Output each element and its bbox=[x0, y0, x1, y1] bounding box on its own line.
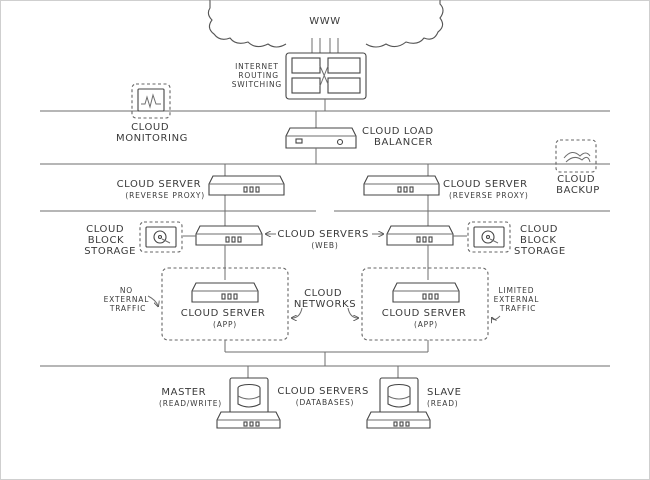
app-right-label: CLOUD SERVER (APP) bbox=[382, 308, 470, 329]
master-label: MASTER (READ/WRITE) bbox=[159, 387, 222, 408]
load-balancer-icon bbox=[285, 127, 357, 149]
server-icon-web-left bbox=[195, 225, 263, 246]
proxy-left-label: CLOUD SERVER (REVERSE PROXY) bbox=[117, 179, 205, 200]
routing-switch-icon bbox=[285, 52, 367, 100]
monitoring-label: CLOUD MONITORING bbox=[116, 122, 188, 144]
no-external-arrow bbox=[147, 295, 158, 306]
routing-label: INTERNET ROUTING SWITCHING bbox=[232, 62, 282, 89]
server-icon-app-left bbox=[191, 282, 259, 303]
block-storage-right-label: CLOUD BLOCK STORAGE bbox=[514, 224, 566, 257]
limited-external-arrow bbox=[492, 315, 501, 320]
db-servers-label: CLOUD SERVERS (DATABASES) bbox=[277, 386, 372, 407]
backup-icon bbox=[555, 139, 597, 173]
block-storage-icon-right bbox=[467, 221, 511, 253]
networks-arrow-left bbox=[292, 307, 303, 318]
block-storage-left-label: CLOUD BLOCK STORAGE bbox=[84, 224, 136, 257]
no-external-label: NO EXTERNAL TRAFFIC bbox=[104, 286, 153, 313]
backup-label: CLOUD BACKUP bbox=[556, 174, 600, 196]
proxy-right-label: CLOUD SERVER (REVERSE PROXY) bbox=[443, 179, 531, 200]
private-network-right bbox=[361, 267, 489, 341]
monitoring-icon bbox=[131, 83, 171, 119]
server-icon-proxy-right bbox=[363, 175, 440, 196]
database-master-icon bbox=[216, 377, 281, 429]
networks-arrow-right bbox=[347, 307, 358, 318]
web-servers-label: CLOUD SERVERS (WEB) bbox=[277, 229, 372, 250]
slave-label: SLAVE (READ) bbox=[427, 387, 465, 408]
block-storage-icon-left bbox=[139, 221, 183, 253]
load-balancer-label: CLOUD LOAD BALANCER bbox=[362, 126, 438, 148]
app-left-label: CLOUD SERVER (APP) bbox=[181, 308, 269, 329]
internet-cloud-icon bbox=[207, 0, 444, 48]
cloud-networks-label: CLOUD NETWORKS bbox=[294, 288, 356, 310]
limited-external-label: LIMITED EXTERNAL TRAFFIC bbox=[494, 286, 543, 313]
server-icon-app-right bbox=[392, 282, 460, 303]
server-icon-proxy-left bbox=[208, 175, 285, 196]
internet-label: WWW bbox=[309, 16, 340, 27]
server-icon-web-right bbox=[386, 225, 454, 246]
database-slave-icon bbox=[366, 377, 431, 429]
